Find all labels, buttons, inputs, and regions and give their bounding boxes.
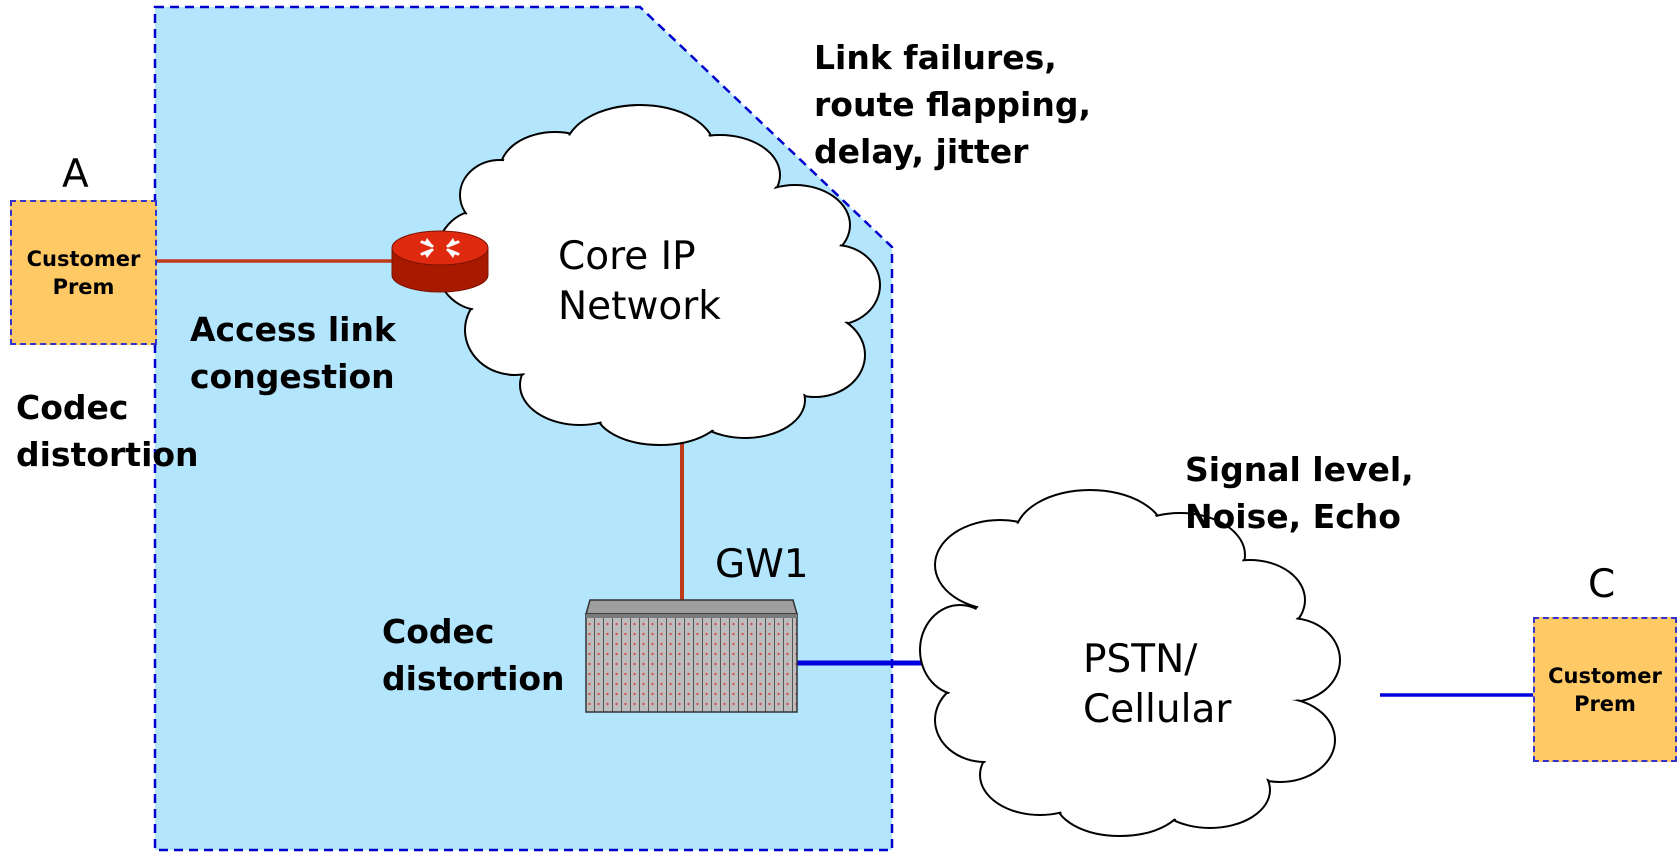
- customer-prem-a-line1: Customer: [26, 246, 141, 271]
- codec-a-line2: distortion: [16, 435, 199, 474]
- access-link-line1: Access link: [190, 310, 396, 349]
- access-link-line2: congestion: [190, 357, 395, 396]
- access-link-annotation: Access link congestion: [190, 306, 396, 400]
- pstn-line1: PSTN/: [1083, 637, 1198, 682]
- codec-distortion-a-annotation: Codec distortion: [16, 384, 199, 478]
- router-icon: [391, 230, 489, 293]
- signal-annotation: Signal level, Noise, Echo: [1185, 446, 1414, 540]
- signal-line2: Noise, Echo: [1185, 497, 1401, 536]
- link-failures-annotation: Link failures, route flapping, delay, ji…: [814, 34, 1091, 175]
- customer-prem-a: Customer Prem: [10, 200, 157, 345]
- gateway-label: GW1: [715, 542, 809, 587]
- core-ip-line1: Core IP: [558, 234, 696, 279]
- codec-gw-line2: distortion: [382, 659, 565, 698]
- link-failures-line3: delay, jitter: [814, 132, 1029, 171]
- customer-prem-a-line2: Prem: [52, 274, 115, 299]
- customer-prem-c: Customer Prem: [1533, 617, 1677, 762]
- endpoint-c-letter: C: [1588, 562, 1616, 607]
- link-failures-line2: route flapping,: [814, 85, 1092, 124]
- codec-gw-line1: Codec: [382, 612, 495, 651]
- codec-a-line1: Codec: [16, 388, 129, 427]
- gateway-icon: [585, 599, 798, 713]
- link-failures-line1: Link failures,: [814, 38, 1057, 77]
- core-ip-line2: Network: [558, 284, 721, 329]
- codec-distortion-gw-annotation: Codec distortion: [382, 608, 565, 702]
- core-ip-cloud: [434, 104, 881, 446]
- pstn-cloud: [919, 489, 1341, 837]
- signal-line1: Signal level,: [1185, 450, 1414, 489]
- endpoint-a-letter: A: [62, 152, 89, 197]
- core-ip-network-label: Core IP Network: [558, 232, 721, 332]
- customer-prem-c-line1: Customer: [1548, 663, 1662, 688]
- customer-prem-c-line2: Prem: [1574, 691, 1636, 716]
- pstn-line2: Cellular: [1083, 687, 1232, 732]
- pstn-cellular-label: PSTN/ Cellular: [1083, 635, 1231, 735]
